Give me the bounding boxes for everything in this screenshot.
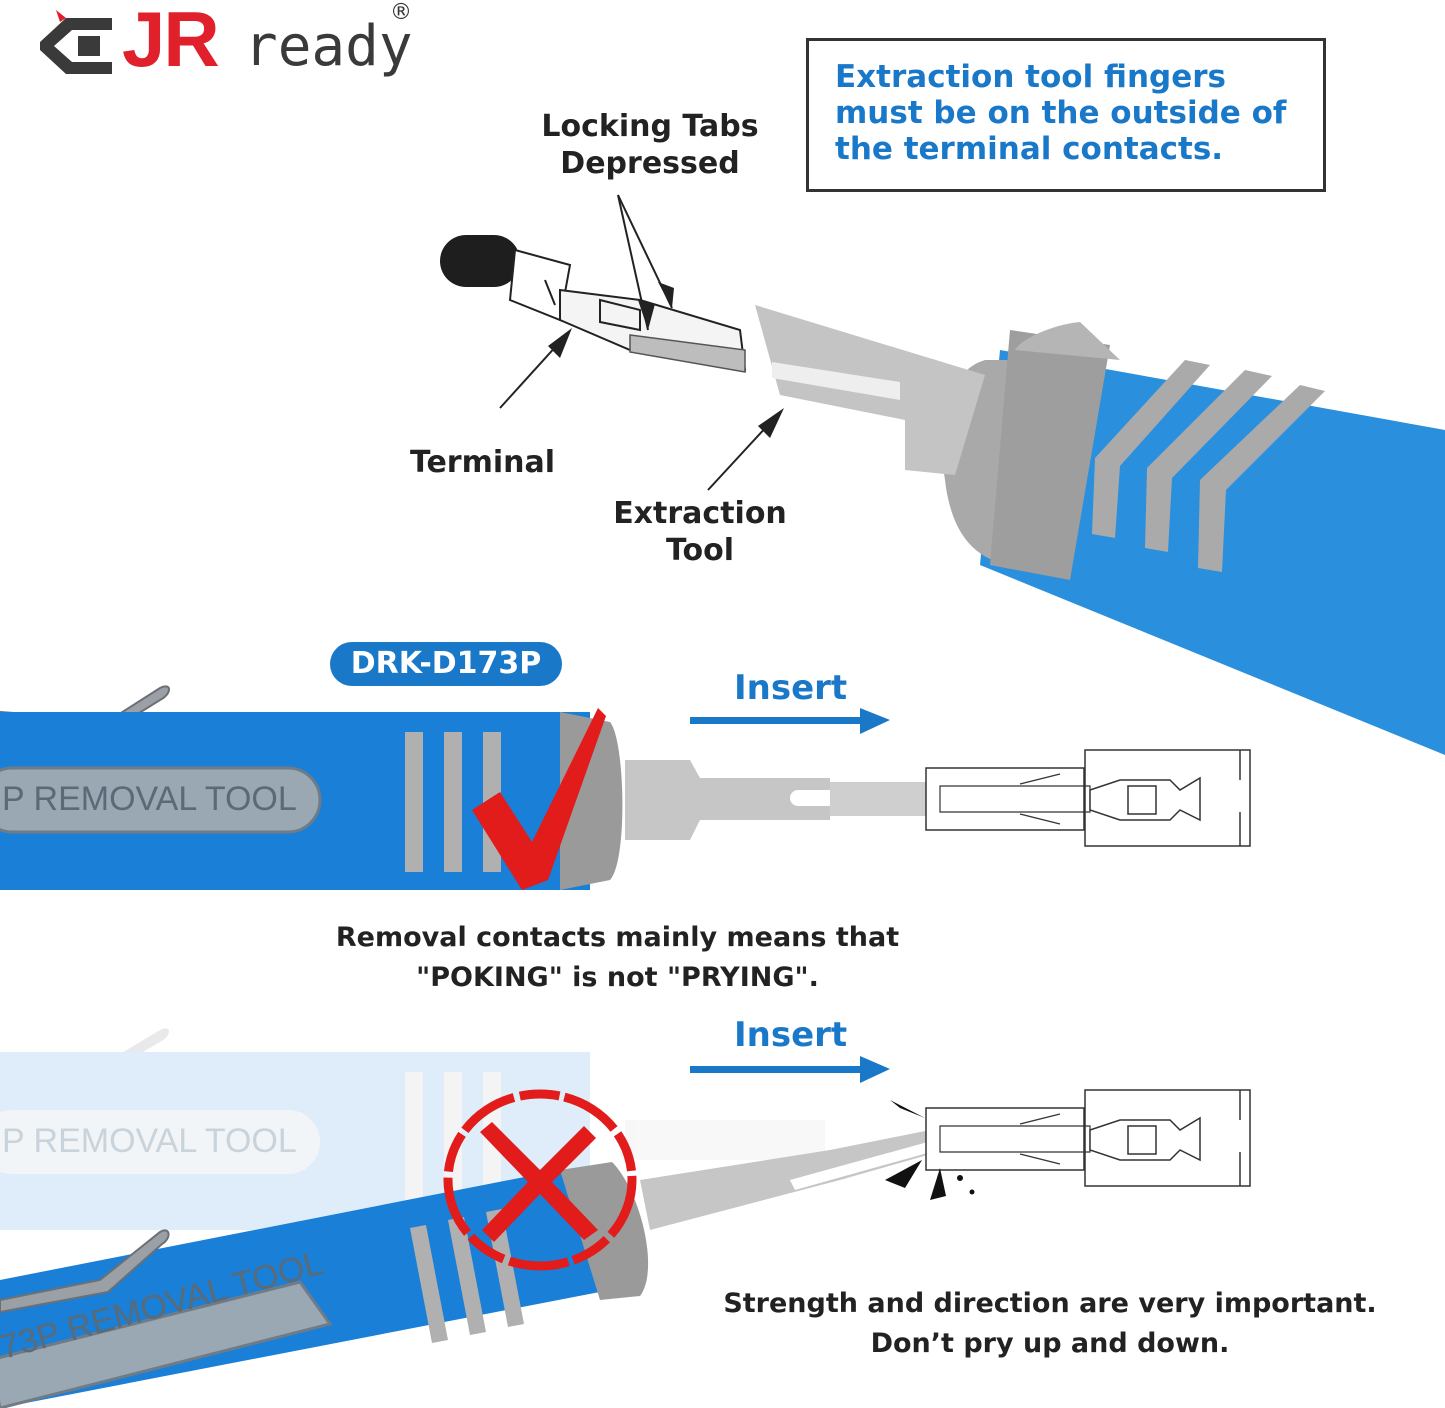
logo-mark-icon xyxy=(40,10,112,74)
extraction-tool-line1: Extraction xyxy=(613,496,787,531)
correct-caption: Removal contacts mainly means that "POKI… xyxy=(300,918,935,998)
terminal-label: Terminal xyxy=(409,445,556,480)
ghost-tool-label-text: P REMOVAL TOOL xyxy=(2,1122,297,1160)
tilted-tool xyxy=(0,1128,945,1408)
model-badge: DRK-D173P xyxy=(330,642,562,686)
checkmark-icon xyxy=(472,708,606,890)
insert-label: Insert xyxy=(734,668,848,708)
insert-arrow-icon xyxy=(690,708,890,734)
insert-label: Insert xyxy=(734,1015,848,1055)
wrong-caption: Strength and direction are very importan… xyxy=(700,1284,1400,1364)
locking-tabs-line1: Locking Tabs xyxy=(541,109,759,144)
big-extraction-tool xyxy=(440,194,1445,755)
logo-brand-main: JR xyxy=(122,0,220,83)
correct-caption-line1: Removal contacts mainly means that xyxy=(335,922,900,953)
locking-tabs-line2: Depressed xyxy=(560,146,740,181)
tool-label-text: P REMOVAL TOOL xyxy=(2,780,297,818)
logo-brand-sub: ready xyxy=(244,14,413,79)
extraction-tool-line2: Tool xyxy=(666,533,734,568)
connector-drawing xyxy=(885,1089,1251,1200)
insert-arrow-icon xyxy=(690,1056,890,1083)
instruction-note: Extraction tool fingers must be on the o… xyxy=(806,38,1326,192)
locking-tabs-label: Locking Tabs Depressed xyxy=(520,108,780,182)
cross-icon xyxy=(443,1089,637,1271)
correct-caption-line2: "POKING" is not "PRYING". xyxy=(416,962,819,993)
extraction-tool-label: Extraction Tool xyxy=(600,495,800,569)
wrong-caption-line2: Don’t pry up and down. xyxy=(870,1328,1230,1359)
registered-mark: ® xyxy=(390,0,412,25)
wrong-caption-line1: Strength and direction are very importan… xyxy=(723,1288,1377,1319)
